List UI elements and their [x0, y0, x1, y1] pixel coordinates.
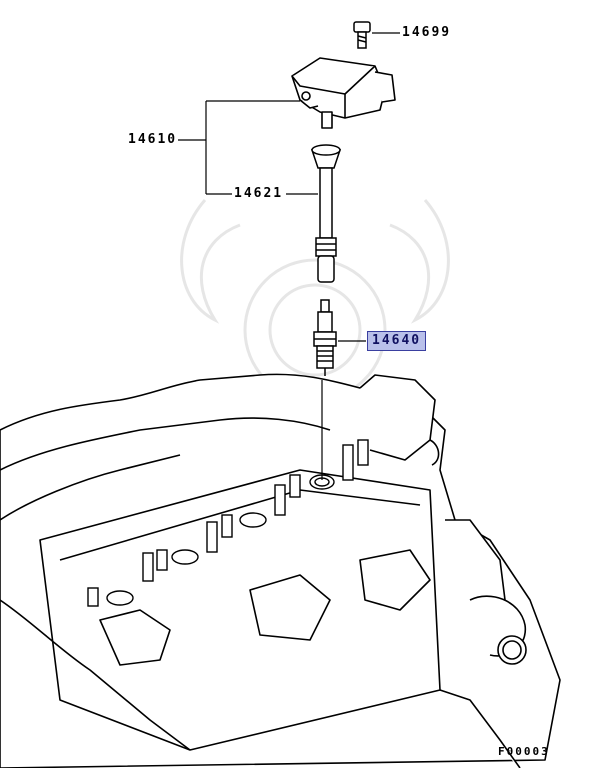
- spark-plug-part: [313, 299, 337, 376]
- part-label-coil-assembly[interactable]: 14610: [128, 132, 178, 147]
- figure-code-label: F00003: [498, 745, 550, 758]
- bolt-part: [353, 21, 371, 49]
- part-label-bolt[interactable]: 14699: [402, 25, 452, 40]
- part-label-coil-boot[interactable]: 14621: [234, 186, 284, 201]
- coil-boot-part: [310, 144, 342, 283]
- ignition-coil-part: [291, 57, 396, 129]
- part-label-spark-plug[interactable]: 14640: [367, 331, 427, 351]
- head-fittings: [87, 439, 369, 607]
- engine-cylinder-head: [0, 373, 561, 768]
- coil-assembly-bracket: [178, 100, 318, 195]
